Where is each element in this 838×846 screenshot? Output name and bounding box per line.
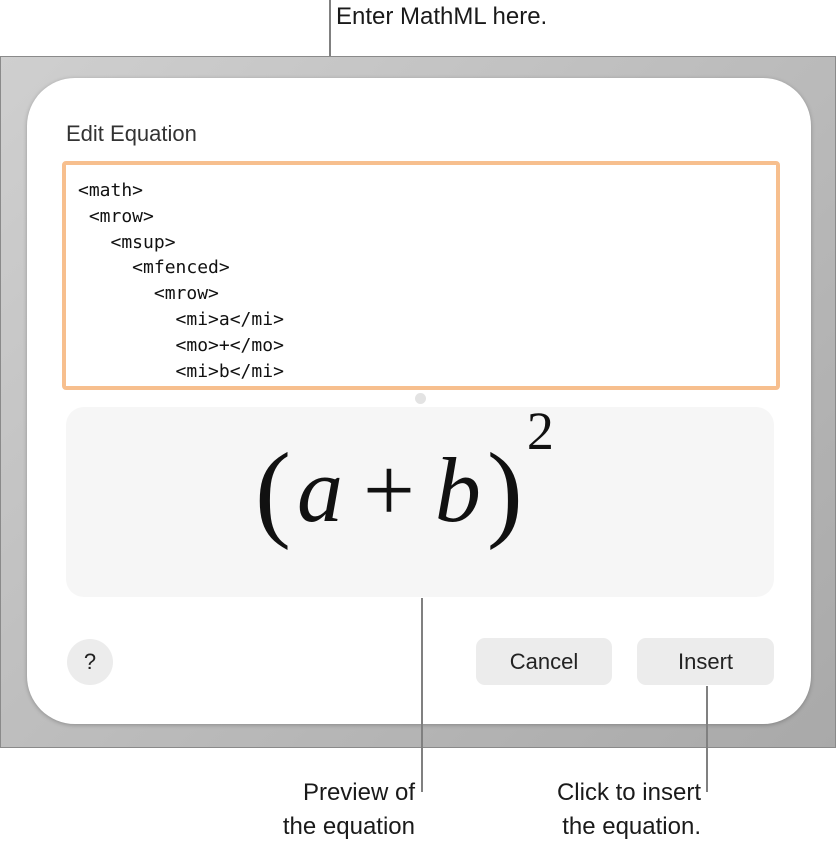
cancel-button[interactable]: Cancel bbox=[476, 638, 612, 685]
callout-preview: Preview of the equation bbox=[283, 776, 415, 844]
callout-preview-line2: the equation bbox=[282, 813, 415, 840]
resize-handle[interactable] bbox=[415, 393, 426, 404]
close-paren: ) bbox=[486, 432, 523, 551]
dialog-title: Edit Equation bbox=[66, 121, 197, 146]
equation-render: (a+b)2 bbox=[255, 401, 554, 554]
callout-insert-line2: the equation. bbox=[562, 813, 701, 840]
callout-insert: Click to insert the equation. bbox=[557, 776, 701, 844]
plus: + bbox=[362, 439, 415, 541]
callout-editor: Enter MathML here. bbox=[336, 3, 548, 30]
help-button[interactable]: ? bbox=[67, 639, 113, 685]
equation-preview bbox=[66, 407, 774, 597]
callout-insert-line1: Click to insert bbox=[556, 779, 701, 806]
callout-line-preview bbox=[421, 598, 423, 792]
open-paren: ( bbox=[255, 432, 291, 551]
insert-button[interactable]: Insert bbox=[637, 638, 774, 685]
callout-line-insert bbox=[706, 686, 708, 792]
mathml-editor[interactable]: <math> <mrow> <msup> <mfenced> <mrow> <m… bbox=[62, 161, 780, 390]
mathml-source-text[interactable]: <math> <mrow> <msup> <mfenced> <mrow> <m… bbox=[78, 180, 284, 382]
var-a: a bbox=[296, 439, 343, 541]
callout-preview-line1: Preview of bbox=[302, 779, 415, 806]
var-b: b bbox=[434, 439, 481, 541]
exponent: 2 bbox=[526, 401, 554, 461]
